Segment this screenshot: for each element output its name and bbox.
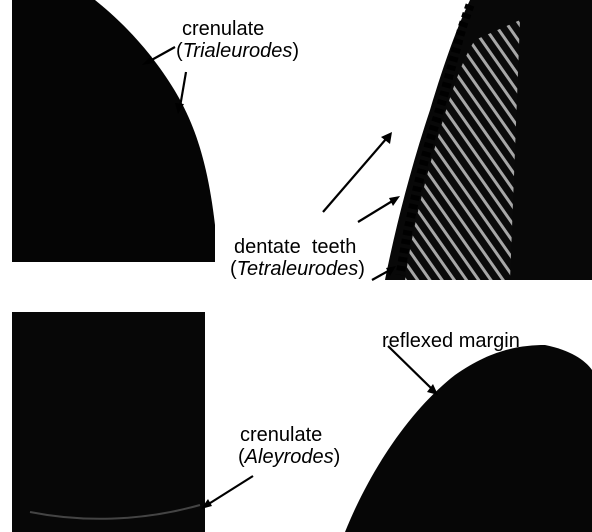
arrow-dentate-1 bbox=[323, 139, 386, 212]
arrow-dentate-2-head bbox=[389, 196, 400, 206]
specimen-reflexed-margin bbox=[345, 345, 592, 532]
arrow-crenulate-bottom bbox=[207, 476, 253, 505]
label-dentate-line1: dentate teeth bbox=[228, 236, 365, 258]
label-crenulate-bottom-line1: crenulate bbox=[238, 424, 340, 446]
label-dentate-line2: (Tetraleurodes) bbox=[228, 258, 365, 280]
label-crenulate-top-line1: crenulate bbox=[176, 18, 299, 40]
label-crenulate-top-line2: (Trialeurodes) bbox=[176, 40, 299, 62]
label-crenulate-trialeurodes: crenulate (Trialeurodes) bbox=[176, 18, 299, 62]
specimen-aleyrodes-margin bbox=[12, 312, 205, 532]
arrow-reflexed-margin bbox=[388, 346, 433, 390]
label-crenulate-aleyrodes: crenulate (Aleyrodes) bbox=[238, 424, 340, 468]
label-dentate-tetraleurodes: dentate teeth (Tetraleurodes) bbox=[228, 236, 365, 280]
arrow-dentate-2 bbox=[358, 200, 394, 222]
label-crenulate-bottom-line2: (Aleyrodes) bbox=[238, 446, 340, 468]
label-reflexed-margin: reflexed margin bbox=[382, 330, 520, 352]
arrow-crenulate-top-2 bbox=[180, 72, 186, 107]
